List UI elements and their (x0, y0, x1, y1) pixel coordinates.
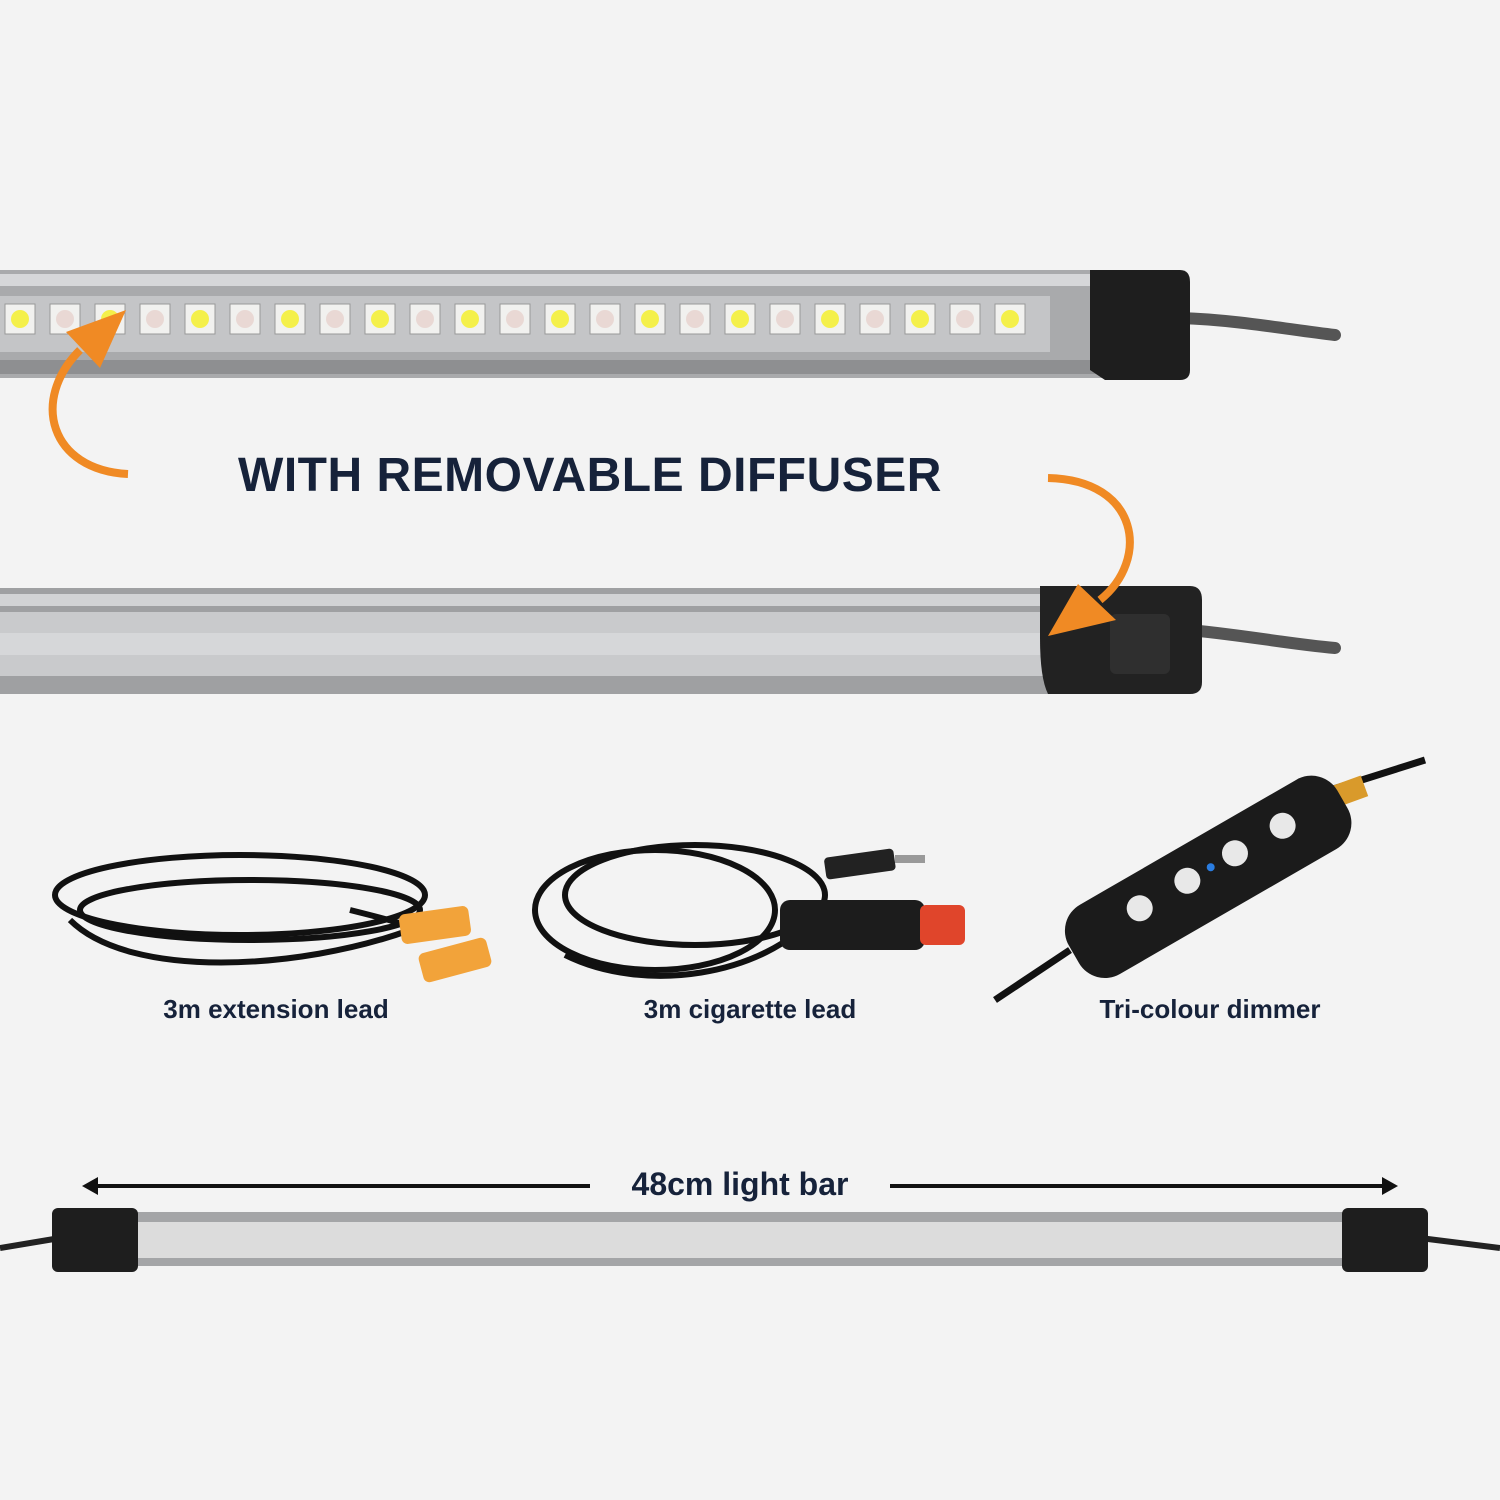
led-diode (821, 310, 839, 328)
led-diode (416, 310, 434, 328)
led-diode (551, 310, 569, 328)
led-diode (506, 310, 524, 328)
led-diode (776, 310, 794, 328)
led-diode (641, 310, 659, 328)
dimension-arrow (82, 1177, 1398, 1195)
led-diode (731, 310, 749, 328)
led-diode (371, 310, 389, 328)
extension-lead-label: 3m extension lead (163, 994, 389, 1024)
led-diode (686, 310, 704, 328)
dimension-label: 48cm light bar (590, 1166, 890, 1203)
led-diode (236, 310, 254, 328)
led-diode (911, 310, 929, 328)
extension-lead-image (52, 852, 492, 983)
led-diode (281, 310, 299, 328)
led-diode (461, 310, 479, 328)
led-diode (11, 310, 29, 328)
dimmer-label: Tri-colour dimmer (1099, 994, 1321, 1024)
led-chip (679, 303, 711, 335)
led-diode (956, 310, 974, 328)
full-light-bar (0, 1208, 1500, 1272)
arrow-up-icon (48, 310, 129, 478)
led-diode (1001, 310, 1019, 328)
led-diode (146, 310, 164, 328)
led-diode (191, 310, 209, 328)
led-bar-without-diffuser (0, 270, 1341, 380)
led-chip (4, 303, 36, 335)
led-diode (56, 310, 74, 328)
dimmer-image (993, 756, 1427, 1003)
led-diode (866, 310, 884, 328)
cigarette-lead-image (532, 842, 965, 979)
cigarette-lead-label: 3m cigarette lead (643, 994, 857, 1024)
headline: WITH REMOVABLE DIFFUSER (238, 449, 942, 502)
led-chip (139, 303, 171, 335)
led-diode (326, 310, 344, 328)
led-bar-with-diffuser (0, 586, 1341, 694)
led-diode (596, 310, 614, 328)
arrow-down-icon (1047, 474, 1134, 636)
